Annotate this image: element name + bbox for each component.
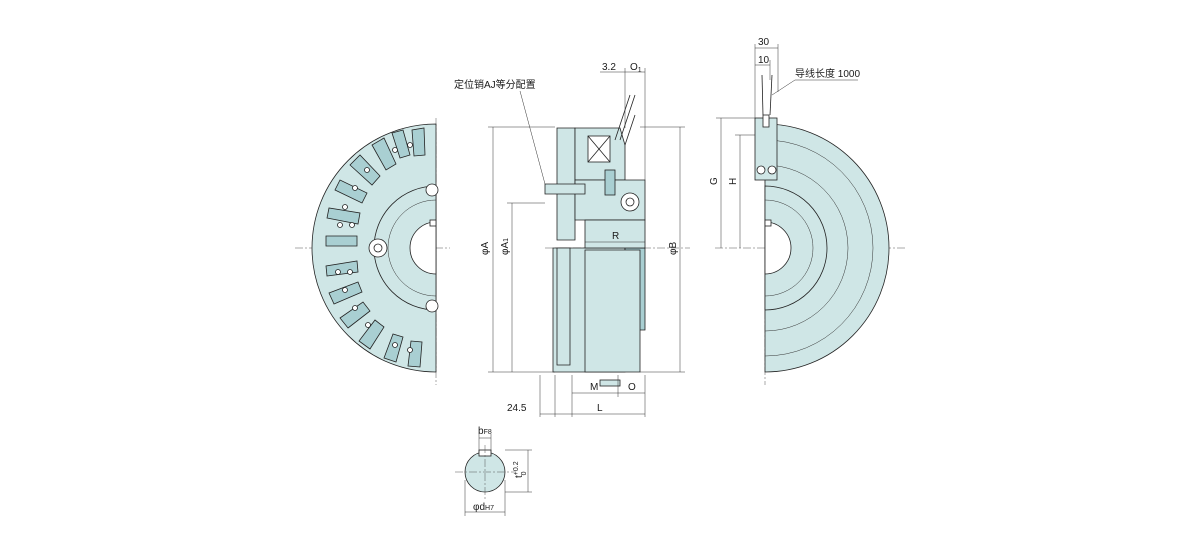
dim-phi-b: φB	[668, 242, 679, 255]
front-half-view	[295, 118, 450, 385]
shaft-detail	[455, 434, 532, 516]
section-dimensions	[488, 68, 685, 417]
side-view	[715, 44, 905, 385]
dim-phi-a: φA	[480, 242, 491, 255]
fan-slots	[325, 127, 426, 368]
dim-r: R	[612, 231, 619, 242]
dim-30: 30	[758, 37, 770, 48]
lead-wire-note: 导线长度 1000	[795, 67, 860, 80]
vent-holes	[335, 142, 413, 353]
dim-24-5: 24.5	[507, 403, 527, 414]
positioning-pin-note: 定位销AJ等分配置	[454, 78, 536, 91]
dim-b-f8: bF8	[478, 426, 492, 437]
section-view	[519, 90, 690, 387]
dim-o1: O1	[630, 62, 642, 74]
dim-phi-a1: φA1	[500, 238, 511, 255]
dim-phi-d: φdH7	[473, 502, 494, 513]
dim-m: M	[590, 382, 598, 393]
dim-g: G	[709, 177, 720, 185]
dim-o: O	[628, 382, 636, 393]
dim-t: t+0.20	[513, 461, 528, 478]
dim-3-2: 3.2	[602, 62, 616, 73]
dim-10: 10	[758, 55, 770, 66]
dim-h: H	[728, 178, 739, 185]
dim-l: L	[597, 403, 603, 414]
